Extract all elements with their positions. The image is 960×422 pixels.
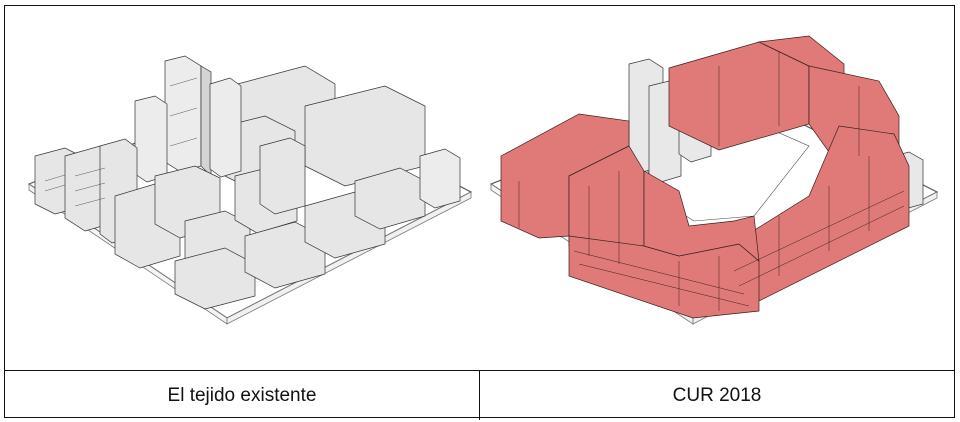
existing-fabric-axonometric [5,6,479,370]
caption-row: El tejido existente CUR 2018 [5,370,954,420]
cur-2018-axonometric [479,6,953,370]
caption-cur-2018: CUR 2018 [479,371,954,420]
comparison-table: El tejido existente CUR 2018 [4,5,955,420]
tower [164,55,202,173]
caption-existing-fabric: El tejido existente [167,384,317,406]
image-row [5,6,954,370]
cur-2018-volume [500,35,910,319]
